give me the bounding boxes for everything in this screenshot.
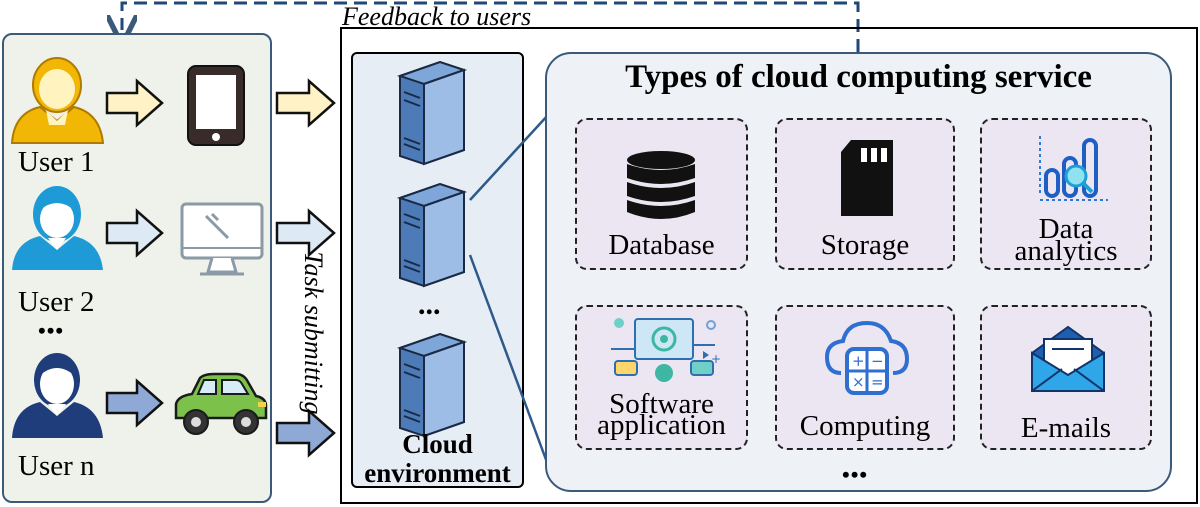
svg-text:=: = bbox=[871, 373, 884, 391]
arrow-user1-to-tablet bbox=[105, 78, 164, 128]
user-n-label: User n bbox=[18, 450, 95, 482]
service-label-data-analytics-1: Data bbox=[1038, 213, 1094, 245]
user-1-icon bbox=[10, 57, 105, 144]
software-icon: + bbox=[611, 318, 721, 382]
svg-text:−: − bbox=[871, 352, 884, 370]
arrow-usern-to-cloud bbox=[275, 408, 336, 458]
user-n-icon bbox=[12, 353, 103, 438]
service-label-storage: Storage bbox=[820, 229, 910, 261]
arrow-user2-to-cloud bbox=[275, 208, 336, 258]
cloud-environment-label: Cloud environment bbox=[351, 430, 524, 488]
service-card-emails: E-mails bbox=[980, 305, 1152, 450]
tablet-icon bbox=[187, 65, 245, 146]
analytics-icon bbox=[1039, 136, 1108, 201]
server-icon-1 bbox=[396, 60, 468, 166]
service-card-data-analytics: Data analytics bbox=[980, 118, 1152, 270]
cloud-label-line2: environment bbox=[364, 458, 511, 488]
service-card-database: Database bbox=[575, 118, 748, 270]
service-card-computing: + − × = Computing bbox=[775, 305, 955, 450]
users-ellipsis: ••• bbox=[38, 318, 65, 343]
monitor-icon bbox=[180, 202, 264, 276]
arrow-user1-to-cloud bbox=[275, 78, 336, 128]
service-label-emails: E-mails bbox=[1020, 412, 1112, 444]
service-label-computing: Computing bbox=[799, 410, 931, 442]
service-label-software-1: Software bbox=[609, 388, 714, 420]
services-ellipsis: ••• bbox=[842, 462, 869, 487]
service-card-software-application: + Software application bbox=[575, 305, 748, 450]
system-frame bbox=[340, 27, 1198, 504]
service-label-software-2: application bbox=[597, 409, 726, 441]
svg-text:+: + bbox=[711, 352, 721, 366]
envelope-icon bbox=[1031, 325, 1105, 392]
feedback-label: Feedback to users bbox=[342, 2, 532, 31]
cloud-calculator-icon: + − × = bbox=[825, 320, 909, 395]
svg-text:+: + bbox=[852, 352, 865, 370]
services-title: Types of cloud computing service bbox=[625, 59, 1092, 95]
server-icon-3 bbox=[396, 332, 468, 438]
service-label-data-analytics-2: analytics bbox=[1014, 235, 1118, 267]
sd-card-icon bbox=[841, 140, 893, 216]
service-label-database: Database bbox=[608, 229, 715, 261]
cloud-ellipsis: ... bbox=[418, 288, 441, 321]
user-1-label: User 1 bbox=[18, 146, 95, 178]
svg-text:×: × bbox=[852, 373, 865, 391]
arrow-usern-to-car bbox=[105, 378, 164, 428]
cloud-label-line1: Cloud bbox=[402, 429, 473, 459]
arrow-user2-to-monitor bbox=[105, 208, 164, 258]
car-icon bbox=[174, 372, 268, 435]
service-card-storage: Storage bbox=[775, 118, 955, 270]
user-2-label: User 2 bbox=[18, 286, 95, 318]
database-icon bbox=[627, 151, 695, 219]
server-icon-2 bbox=[396, 182, 468, 288]
user-2-icon bbox=[12, 186, 103, 270]
